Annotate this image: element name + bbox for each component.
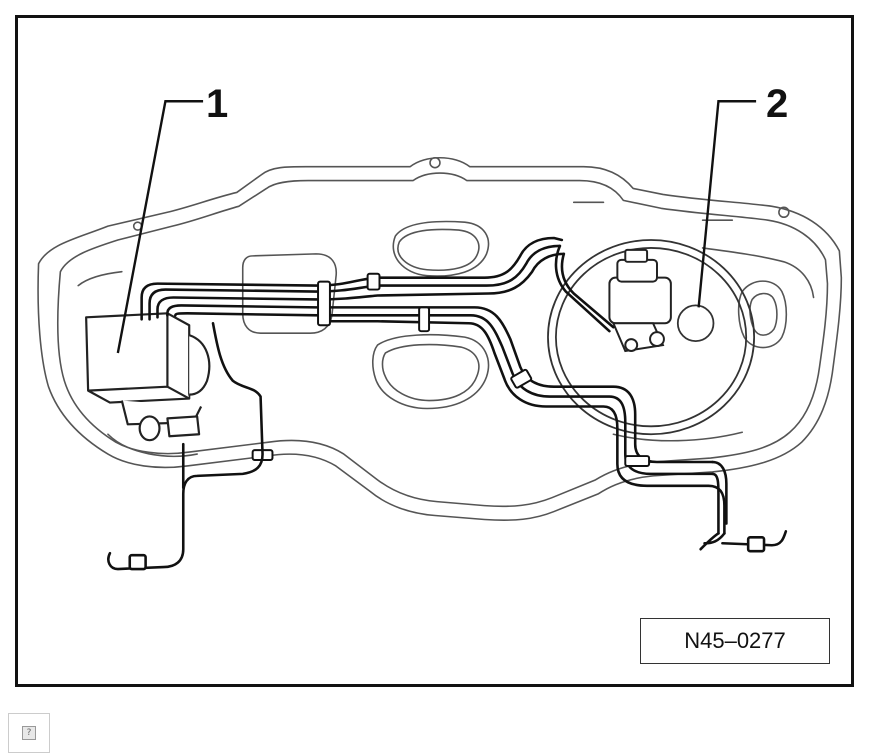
callout-label-1: 1 <box>206 82 229 126</box>
callout-leaders <box>116 100 757 354</box>
left-brake-line <box>107 321 264 571</box>
figure-reference-code: N45–0277 <box>640 618 830 664</box>
line-drawing <box>37 100 843 571</box>
master-cylinder-drawing <box>608 248 672 353</box>
pipe-clips <box>251 272 651 467</box>
broken-image-placeholder[interactable]: ? <box>8 713 50 753</box>
bulkhead-outline <box>37 156 843 521</box>
diagram-figure: 1 2 N45–0277 <box>15 15 854 687</box>
right-brake-line <box>699 530 788 553</box>
broken-image-icon: ? <box>22 726 36 740</box>
callout-label-2: 2 <box>766 82 789 126</box>
control-unit-drawing <box>85 312 211 442</box>
brake-booster-drawing <box>547 239 756 436</box>
